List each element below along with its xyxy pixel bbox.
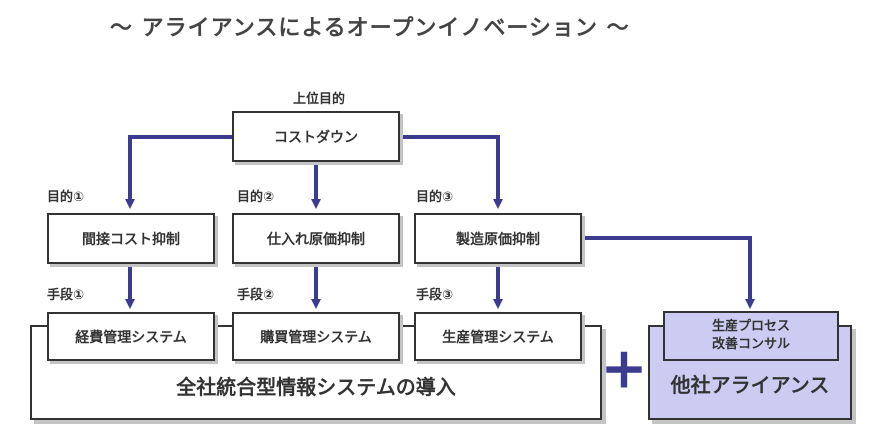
means-1-text: 経費管理システム bbox=[75, 329, 187, 346]
means-2-label: 手段② bbox=[237, 288, 275, 303]
means-3-label: 手段③ bbox=[416, 288, 454, 303]
means-3-box: 生産管理システム bbox=[414, 312, 582, 361]
purpose-2-text: 仕入れ原価抑制 bbox=[267, 231, 365, 248]
partner-service-box: 生産プロセス 改善コンサル bbox=[663, 311, 839, 361]
means-3-text: 生産管理システム bbox=[442, 329, 554, 346]
means-2-text: 購買管理システム bbox=[260, 329, 372, 346]
purpose-3-label: 目的③ bbox=[416, 190, 454, 205]
arrow-top-to-purpose-1 bbox=[125, 135, 232, 209]
arrow-top-to-purpose-3 bbox=[400, 135, 503, 209]
plus-icon: ＋ bbox=[601, 346, 647, 397]
partner-service-line-1: 生産プロセス bbox=[711, 319, 790, 334]
integrated-system-text: 全社統合型情報システムの導入 bbox=[176, 375, 456, 399]
purpose-1-text: 間接コスト抑制 bbox=[82, 231, 180, 248]
means-1-box: 経費管理システム bbox=[47, 312, 215, 361]
top-purpose-label: 上位目的 bbox=[293, 92, 346, 107]
means-1-label: 手段① bbox=[47, 288, 85, 303]
page-title: ～ アライアンスによるオープンイノベーション ～ bbox=[110, 16, 630, 41]
purpose-3-box: 製造原価抑制 bbox=[414, 213, 582, 264]
partner-alliance-text: 他社アライアンス bbox=[670, 373, 830, 397]
cost-down-box: コストダウン bbox=[232, 111, 400, 162]
purpose-3-text: 製造原価抑制 bbox=[456, 231, 540, 248]
partner-service-line-2: 改善コンサル bbox=[711, 337, 790, 352]
purpose-2-label: 目的② bbox=[237, 190, 275, 205]
purpose-1-label: 目的① bbox=[47, 190, 85, 205]
cost-down-text: コストダウン bbox=[274, 129, 358, 146]
purpose-2-box: 仕入れ原価抑制 bbox=[232, 213, 400, 264]
purpose-1-box: 間接コスト抑制 bbox=[47, 213, 215, 264]
arrow-purpose-3-to-partner bbox=[582, 236, 755, 309]
means-2-box: 購買管理システム bbox=[232, 312, 400, 361]
